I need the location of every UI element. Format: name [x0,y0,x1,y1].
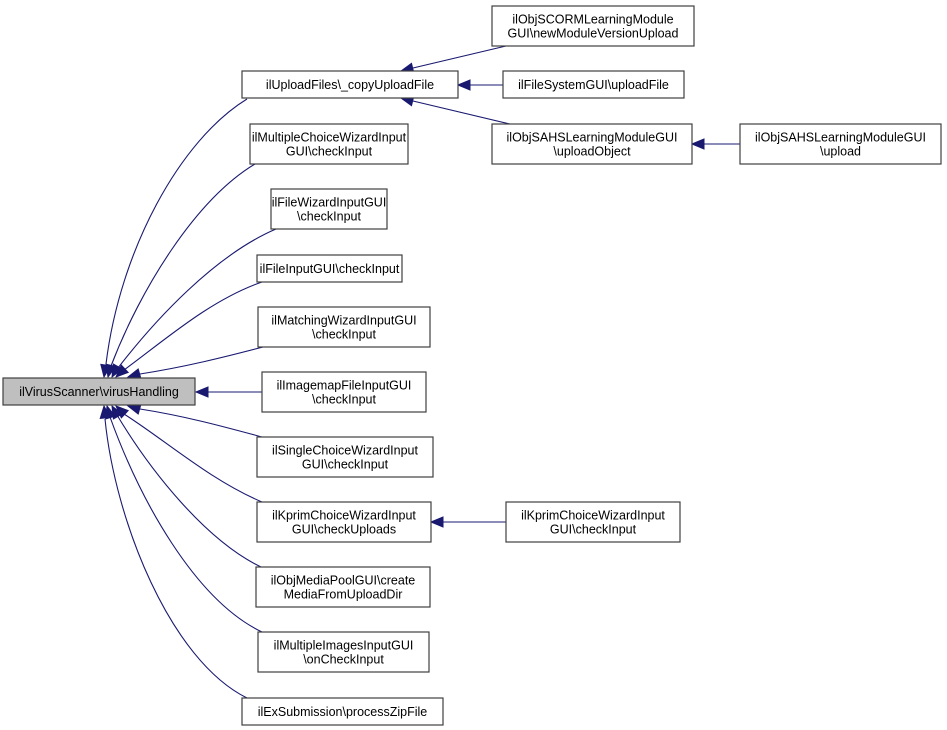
node-box [256,254,403,283]
node-label: GUI\checkInput [550,523,637,537]
node-label: ilImagemapFileInputGUI [277,379,412,393]
node-box [255,566,431,608]
arrowhead-icon [194,386,209,398]
arrowhead-icon [115,364,130,378]
node-label: GUI\checkInput [302,458,389,472]
node-label: ilObjSAHSLearningModuleGUI [755,131,926,145]
caller-node[interactable]: ilMultipleImagesInputGUI\onCheckInput [257,631,430,673]
node-box [249,123,409,165]
arrowhead-icon [429,516,444,528]
node-label: ilObjMediaPoolGUI\create [271,574,416,588]
edge-copyUploadFile-to-root [105,98,248,365]
node-box [739,123,942,165]
node-label: ilExSubmission\processZipFile [258,705,428,719]
node-label: ilObjSCORMLearningModule [512,13,673,27]
edge-sahsUploadObject-to-copyUploadFile [412,100,511,125]
edge-mediaPoolCreate-to-root [116,414,262,568]
edge-scWizardCheck-to-root [139,408,263,438]
edge-fileWizardCheck-to-root [117,228,277,369]
edge-mcWizardCheck-to-root [110,163,256,367]
node-label: ilMatchingWizardInputGUI [271,314,416,328]
node-label: ilFileWizardInputGUI [272,196,387,210]
caller-node[interactable]: ilMatchingWizardInputGUI\checkInput [257,306,431,348]
caller-node[interactable]: ilUploadFiles\_copyUploadFile [241,70,459,99]
node-label: ilVirusScanner\virusHandling [19,385,179,399]
node-label: \checkInput [297,210,361,224]
node-label: MediaFromUploadDir [284,588,403,602]
nodes-layer: ilVirusScanner\virusHandling ilUploadFile… [2,5,942,726]
node-box [2,377,196,406]
node-box [505,501,681,543]
node-box [491,123,693,165]
node-label: ilKprimChoiceWizardInput [521,509,665,523]
node-label: ilFileInputGUI\checkInput [260,262,400,276]
edge-fileInputCheck-to-root [123,281,263,371]
node-label: \upload [820,145,861,159]
node-label: ilFileSystemGUI\uploadFile [518,78,669,92]
edge-kprimCheckUploads-to-root [123,413,263,503]
node-label: ilKprimChoiceWizardInput [272,509,416,523]
arrowhead-icon [456,79,471,91]
caller-node[interactable]: ilFileWizardInputGUI\checkInput [270,188,388,230]
node-box [241,70,459,99]
node-label: GUI\checkUploads [292,523,396,537]
node-label: ilObjSAHSLearningModuleGUI [507,131,678,145]
caller-node[interactable]: ilObjSCORMLearningModuleGUI\newModuleVer… [491,5,695,47]
caller-node[interactable]: ilExSubmission\processZipFile [241,697,444,726]
edge-multiImagesCheck-to-root [109,416,263,633]
node-label: ilSingleChoiceWizardInput [272,444,418,458]
node-box [257,306,431,348]
caller-node[interactable]: ilObjMediaPoolGUI\createMediaFromUploadD… [255,566,431,608]
arrowhead-icon [126,368,142,380]
node-box [256,501,432,543]
node-box [257,631,430,673]
node-label: GUI\checkInput [286,145,373,159]
node-box [256,436,434,478]
caller-node[interactable]: ilObjSAHSLearningModuleGUI\uploadObject [491,123,693,165]
arrowhead-icon [111,363,124,379]
node-label: \uploadObject [553,145,631,159]
caller-node[interactable]: ilMultipleChoiceWizardInputGUI\checkInpu… [249,123,409,165]
edges-layer [99,45,740,699]
root-node[interactable]: ilVirusScanner\virusHandling [2,377,196,406]
caller-node[interactable]: ilFileInputGUI\checkInput [256,254,403,283]
node-box [502,70,685,99]
node-box [241,697,444,726]
node-box [491,5,695,47]
node-box [261,371,427,413]
edge-exSubmissionZip-to-root [104,418,248,699]
node-box [270,188,388,230]
caller-node[interactable]: ilImagemapFileInputGUI\checkInput [261,371,427,413]
arrowhead-icon [126,403,142,415]
node-label: GUI\newModuleVersionUpload [508,27,679,41]
node-label: \onCheckInput [303,653,384,667]
node-label: ilUploadFiles\_copyUploadFile [266,78,434,92]
caller-node[interactable]: ilObjSAHSLearningModuleGUI\upload [739,123,942,165]
edge-scormNewVersion-to-copyUploadFile [412,45,507,69]
arrowhead-icon [99,404,111,420]
node-label: ilMultipleImagesInputGUI [274,639,414,653]
node-label: \checkInput [312,393,376,407]
edge-matchingWizardCheck-to-root [139,346,264,375]
node-label: ilMultipleChoiceWizardInput [252,131,407,145]
arrowhead-icon [690,138,705,150]
node-label: \checkInput [312,328,376,342]
caller-node[interactable]: ilFileSystemGUI\uploadFile [502,70,685,99]
